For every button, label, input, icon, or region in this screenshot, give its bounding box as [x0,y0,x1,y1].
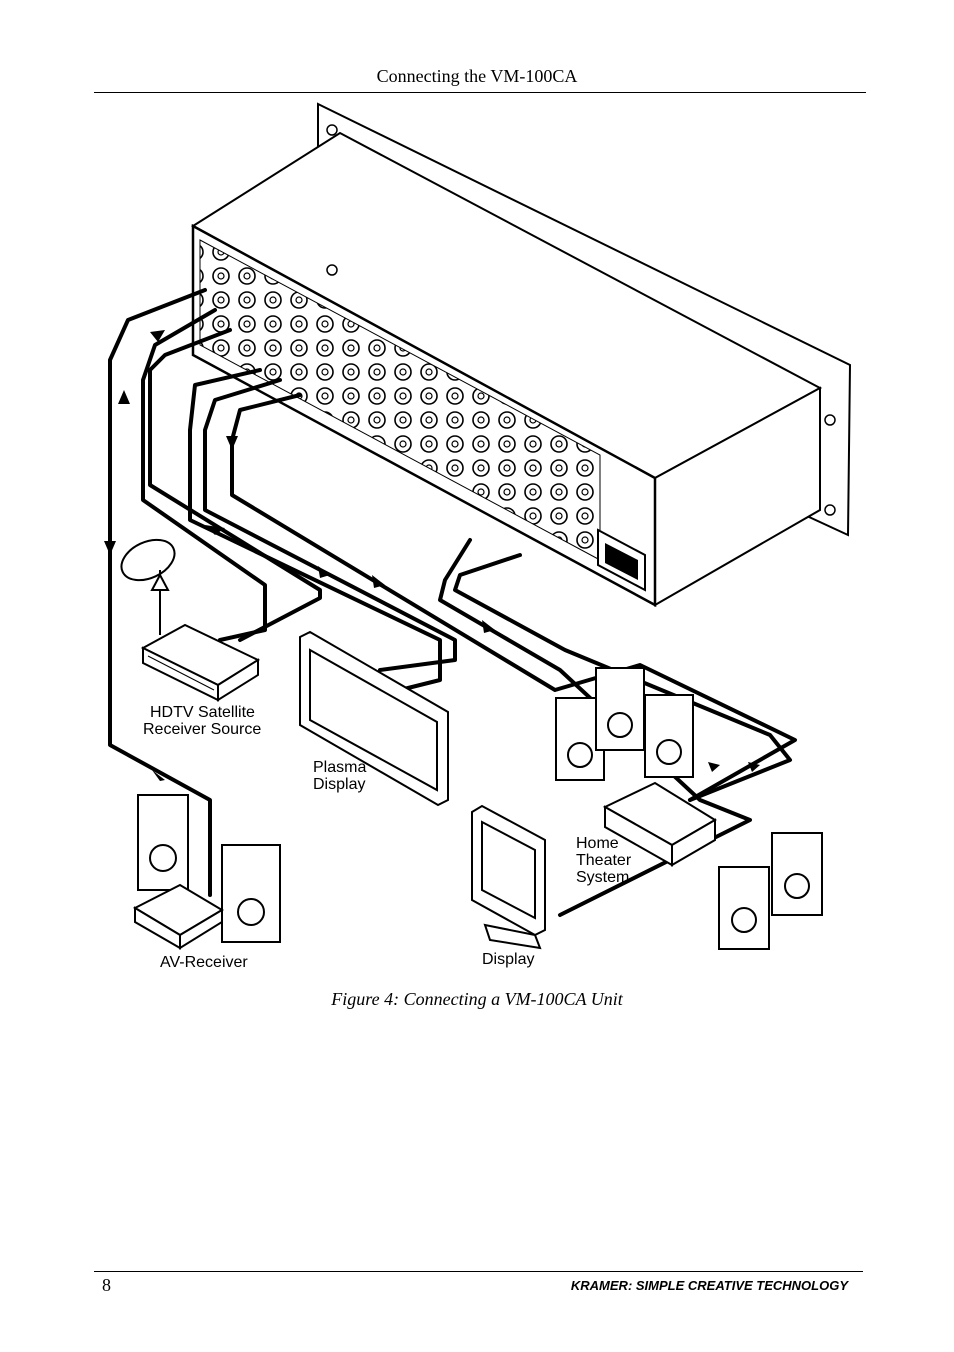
cable-display [438,538,752,917]
label-av-receiver: AV-Receiver [160,954,248,971]
plasma-display-icon [299,630,449,807]
cable-plasma-2 [203,378,457,672]
cable-home-theater-audio [453,553,792,802]
cable-home-theater [230,393,797,802]
speaker-group-home-theater [555,667,694,781]
arrow-icon [482,620,495,633]
satellite-dish-icon [120,538,176,635]
cable-hdtv-source-2 [148,328,322,642]
mount-hole [326,264,338,276]
mount-hole [326,124,338,136]
arrow-icon [150,330,165,342]
label-hdtv-line2: Receiver Source [143,721,261,738]
hdtv-receiver-icon [140,623,261,702]
power-inlet [597,528,646,592]
header-rule [94,92,866,93]
speaker-icon [137,794,189,891]
speaker-icon [221,844,281,943]
label-plasma-line1: Plasma [313,759,366,776]
figure-caption: Figure 4: Connecting a VM-100CA Unit [331,989,623,1009]
label-display: Display [482,951,534,968]
footer-rule [94,1271,863,1272]
mount-hole [824,504,836,516]
page-number: 8 [102,1275,111,1295]
label-hdtv-line1: HDTV Satellite [150,704,255,721]
arrow-icon [708,762,720,772]
cable-plasma-1 [188,368,442,692]
cables [108,288,797,917]
av-receiver-group [132,794,281,950]
arrow-icon [152,770,165,781]
label-home-line3: System [576,869,629,886]
mount-hole [824,414,836,426]
home-theater-system-icon [602,781,717,867]
arrow-icon [226,436,238,450]
vm-100ca-unit [191,102,852,608]
arrow-icon [318,566,330,578]
cable-hdtv-source-1 [141,308,267,642]
label-plasma-line2: Display [313,776,365,793]
footer-brand: KRAMER: SIMPLE CREATIVE TECHNOLOGY [570,1278,848,1293]
arrow-icon [104,541,116,555]
running-header: Connecting the VM-100CA [376,66,578,86]
label-home-line2: Theater [576,852,632,869]
arrow-icon [205,525,225,535]
monitor-display-icon [471,804,546,950]
speaker-group-right [718,832,823,950]
signal-arrows [104,330,760,781]
label-home-line1: Home [576,835,619,852]
arrow-icon [372,575,385,588]
arrow-icon [748,762,760,772]
arrow-icon [118,390,130,404]
